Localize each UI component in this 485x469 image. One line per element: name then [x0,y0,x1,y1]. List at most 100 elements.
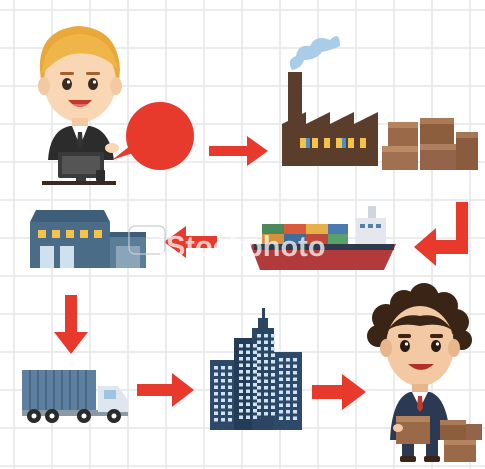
building-window [293,364,297,368]
speech-bubble-icon [112,102,194,170]
building-window [271,353,275,357]
building-window [279,397,283,401]
building-window [228,411,232,415]
building-window [286,390,290,394]
building-window [271,360,275,364]
building-window [264,373,268,377]
building-window [221,398,225,402]
building-window [257,353,261,357]
building-window [293,358,297,362]
building-window [293,403,297,407]
building-window [293,397,297,401]
building-window [271,347,275,351]
building-window [264,399,268,403]
building-window [286,371,290,375]
building-window [214,372,218,376]
building-window [279,371,283,375]
building-window [279,364,283,368]
building-window [253,396,257,400]
building-window [293,384,297,388]
city-buildings-icon [210,308,302,430]
building-window [293,371,297,375]
building-window [221,366,225,370]
building-window [257,386,261,390]
arrow-truck-to-city [137,373,194,407]
arrow-boxes-to-ship [414,202,468,266]
building-window [239,383,243,387]
building-window [286,377,290,381]
building-window [246,363,250,367]
building-window [257,392,261,396]
building-window [246,376,250,380]
building-window [246,396,250,400]
building-window [257,412,261,416]
building-window [228,385,232,389]
building-window [228,379,232,383]
building-window [279,403,283,407]
customer-with-boxes-icon [367,283,482,462]
building-window [239,370,243,374]
building-window [271,405,275,409]
building-window [264,353,268,357]
building-window [228,366,232,370]
building-window [214,405,218,409]
building-window [264,334,268,338]
arrow-ship-to-warehouse [164,226,217,258]
building-window [221,379,225,383]
building-window [271,366,275,370]
building-window [228,372,232,376]
building-window [253,370,257,374]
watermark-text: iStockphoto [158,231,326,263]
building-window [214,392,218,396]
building-window [228,392,232,396]
building-window [293,377,297,381]
building-window [257,366,261,370]
building-window [264,360,268,364]
building-window [257,334,261,338]
building-window [221,385,225,389]
businessman-at-desk-icon [38,26,122,185]
building-window [257,340,261,344]
building-window [228,418,232,422]
building-window [271,399,275,403]
building-window [221,405,225,409]
building-window [271,379,275,383]
building-window [257,373,261,377]
building-window [239,409,243,413]
building-window [286,403,290,407]
building-window [253,363,257,367]
building-window [239,357,243,361]
building-window [214,398,218,402]
cargo-ship-icon [250,206,396,270]
building-window [279,390,283,394]
arrow-city-to-buyer [312,374,366,410]
building-window [286,416,290,420]
building-window [253,415,257,419]
building-window [239,402,243,406]
building-window [257,347,261,351]
building-window [239,396,243,400]
building-window [228,398,232,402]
building-window [257,405,261,409]
building-window [214,366,218,370]
building-window [253,350,257,354]
arrow-speech-to-factory [209,136,268,166]
building-window [279,384,283,388]
building-window [264,392,268,396]
building-window [221,372,225,376]
building-window [279,410,283,414]
building-window [264,340,268,344]
factory-icon [282,36,378,166]
building-window [271,340,275,344]
watermark: iStockphoto [128,225,326,263]
delivery-truck-icon [22,370,128,423]
building-window [279,377,283,381]
building-window [253,389,257,393]
building-window [246,383,250,387]
building-window [239,376,243,380]
building-window [253,402,257,406]
building-window [257,379,261,383]
building-window [271,386,275,390]
building-window [293,416,297,420]
building-window [271,392,275,396]
